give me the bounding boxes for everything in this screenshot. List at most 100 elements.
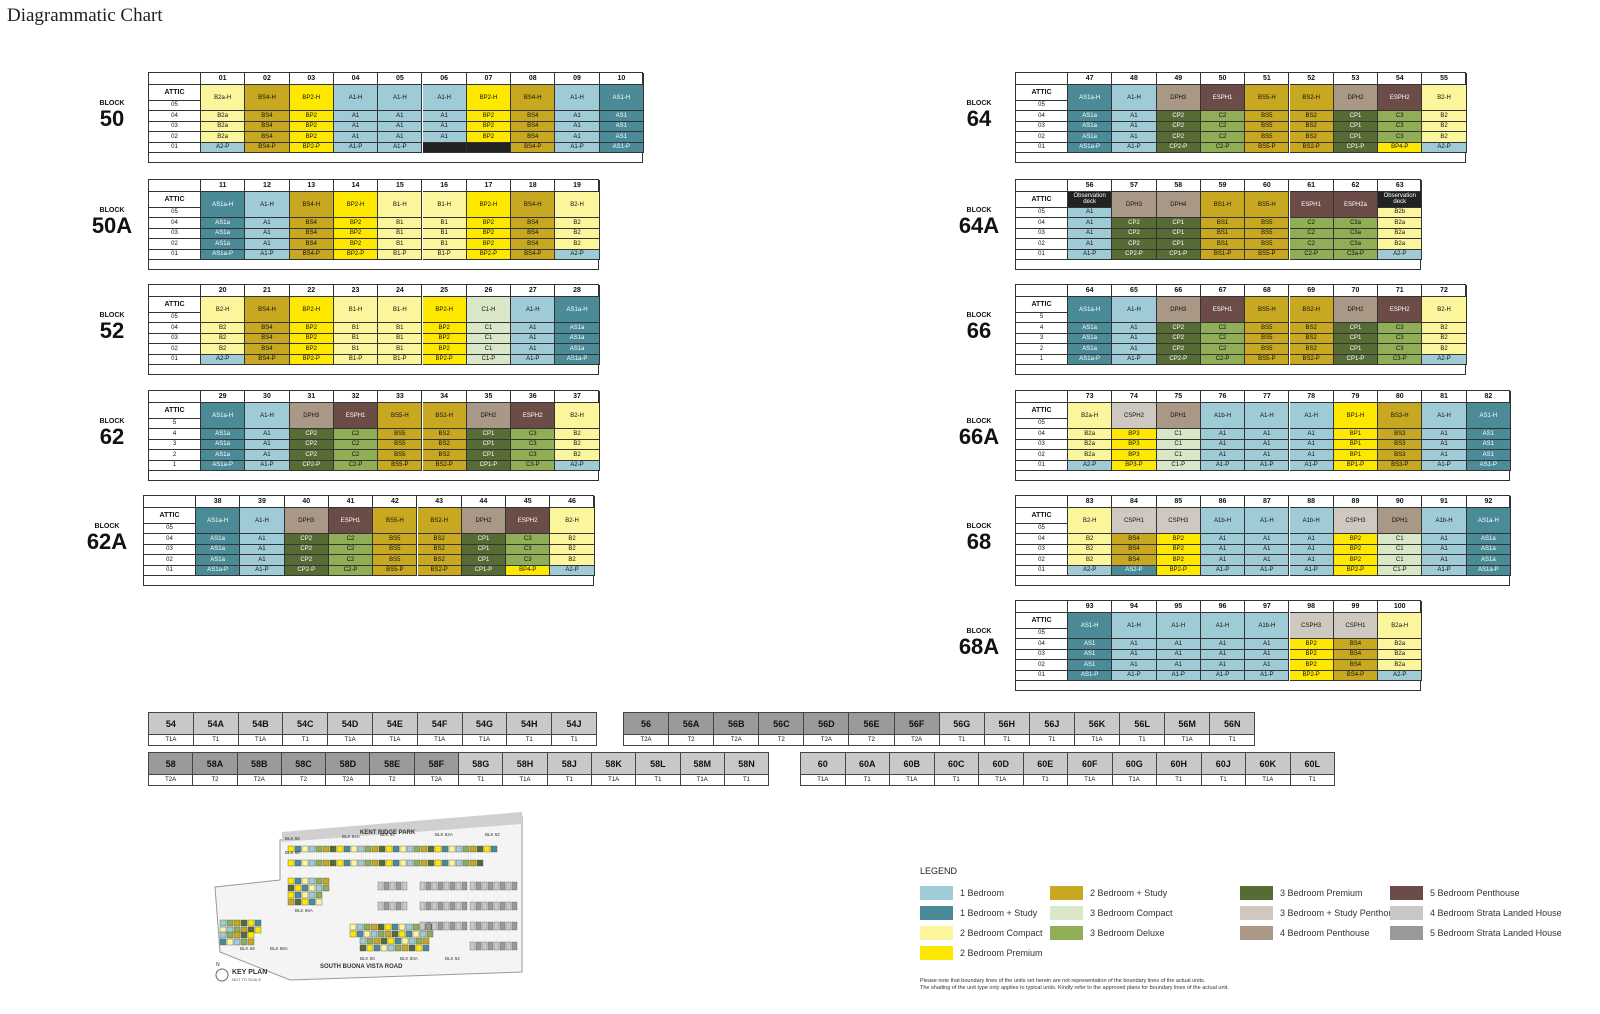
unit-number: 11	[201, 180, 246, 192]
unit-cell: CP2	[1156, 333, 1201, 344]
unit-cell: C3a	[1333, 218, 1379, 229]
kp-strata-unit	[511, 921, 518, 931]
kp-strata-unit	[505, 921, 512, 931]
house-type: T2	[370, 775, 414, 785]
unit-cell: BS5	[1245, 218, 1290, 229]
kp-unit	[448, 859, 456, 867]
legend-item: 5 Bedroom Strata Landed House	[1390, 926, 1562, 940]
floor-label: 02	[149, 344, 201, 355]
unit-cell: AS1-P	[1068, 670, 1113, 681]
kp-unit	[384, 923, 392, 931]
unit-number: 12	[245, 180, 290, 192]
unit-cell: B1-P	[333, 354, 379, 365]
kp-strata-unit	[383, 901, 390, 911]
legend-item: 1 Bedroom + Study	[920, 906, 1037, 920]
unit-cell: C2-P	[328, 565, 374, 576]
unit-cell: AS1	[1466, 450, 1511, 461]
house-number: 58E	[370, 753, 414, 775]
unit-cell: BS5-P	[1245, 354, 1290, 365]
house-number: 60A	[845, 753, 889, 775]
unit-cell: CP2	[1112, 218, 1157, 229]
unit-cell: A1	[240, 555, 285, 566]
house-type: T1	[1201, 775, 1245, 785]
kp-unit	[394, 944, 402, 952]
attic-unit: B2-H	[555, 403, 600, 429]
block-number: 66A	[958, 424, 1000, 449]
unit-cell: C1	[1378, 534, 1423, 545]
kp-unit	[408, 944, 416, 952]
floor-label: 4	[149, 429, 201, 440]
unit-cell: C1	[466, 344, 512, 355]
unit-number: 25	[422, 285, 467, 297]
unit-cell: BS2-P	[1289, 142, 1334, 153]
kp-unit	[308, 898, 316, 906]
kp-strata-unit	[395, 881, 402, 891]
legend-label: 2 Bedroom Premium	[960, 948, 1043, 958]
unit-cell: B2	[550, 544, 595, 555]
kp-strata-unit	[487, 941, 494, 951]
house-number: 60G	[1112, 753, 1156, 775]
unit-number: 85	[1156, 496, 1201, 508]
attic-unit: CSPH1	[1112, 508, 1157, 534]
floor-label: 03	[144, 544, 196, 555]
unit-cell: BS4	[289, 218, 334, 229]
unit-cell: BP3	[1112, 439, 1157, 450]
unit-cell: B2	[1422, 121, 1467, 132]
legend-title: LEGEND	[920, 866, 958, 876]
floor-label: 01	[1016, 565, 1068, 576]
unit-number: 37	[555, 391, 600, 403]
attic-unit: BS1-H	[1200, 192, 1246, 218]
header-corner	[1016, 285, 1068, 297]
attic-unit: A1-H	[1200, 613, 1246, 639]
unit-cell: A1	[1289, 429, 1334, 440]
unit-cell: A2-P	[1068, 565, 1113, 576]
kp-unit	[294, 877, 302, 885]
house-number: 58K	[591, 753, 636, 775]
kp-unit	[366, 944, 374, 952]
attic-unit: DPH4	[1156, 192, 1201, 218]
unit-cell: A1	[378, 121, 423, 132]
legend-label: 3 Bedroom + Study Penthouse	[1280, 908, 1403, 918]
kp-unit	[387, 944, 395, 952]
attic-unit: A1-H	[245, 403, 290, 429]
disclaimer-line-2: The shading of the unit type only applie…	[920, 985, 1229, 992]
unit-cell: A1	[245, 218, 290, 229]
unit-cell: B2a	[201, 111, 246, 122]
kp-unit	[426, 930, 434, 938]
unit-cell: B1	[378, 228, 423, 239]
house-number: 54F	[417, 713, 462, 735]
unit-cell: BP2-P	[333, 249, 379, 260]
kp-unit	[357, 859, 365, 867]
unit-number: 72	[1422, 285, 1467, 297]
floor-label: 02	[149, 239, 201, 250]
kp-subtitle: NOT TO SCALE	[232, 977, 261, 982]
unit-cell: A1	[1068, 218, 1113, 229]
unit-cell: BS4-P	[511, 249, 556, 260]
kp-unit	[412, 923, 420, 931]
kp-unit	[357, 845, 365, 853]
unit-number: 41	[328, 496, 374, 508]
kp-unit	[322, 884, 330, 892]
unit-number: 21	[245, 285, 290, 297]
unit-cell: BP2	[289, 344, 334, 355]
unit-cell: A1	[1112, 111, 1157, 122]
unit-cell: A1-P	[333, 142, 379, 153]
unit-cell: AS1a	[1466, 534, 1511, 545]
kp-unit	[412, 930, 420, 938]
house-number: 60K	[1246, 753, 1290, 775]
attic-unit: C1-H	[466, 297, 512, 323]
floor-label: 05	[1016, 418, 1068, 429]
unit-cell: A1	[1245, 450, 1290, 461]
attic-unit: A1-H	[1289, 403, 1334, 429]
kp-unit	[233, 938, 241, 946]
north-arrow-icon	[215, 968, 229, 982]
attic-unit: BP2-H	[466, 192, 512, 218]
unit-cell: A1	[1422, 450, 1467, 461]
kp-strata-unit	[425, 901, 432, 911]
